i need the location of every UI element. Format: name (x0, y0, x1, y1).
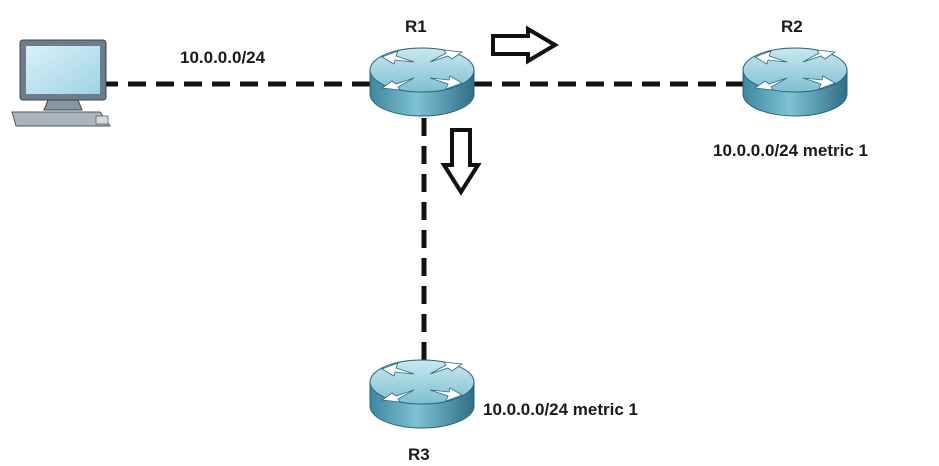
r2-label: R2 (781, 17, 803, 36)
pc-computer-icon (11, 39, 111, 127)
r2-route-annotation: 10.0.0.0/24 metric 1 (713, 141, 868, 160)
r3-label: R3 (408, 445, 430, 464)
r1-label: R1 (405, 17, 427, 36)
router-r2 (742, 47, 848, 117)
link-pc-r1-label: 10.0.0.0/24 (180, 48, 266, 67)
arrow-down-icon (440, 128, 482, 196)
links (100, 81, 745, 360)
arrow-right-icon (491, 25, 559, 65)
r3-route-annotation: 10.0.0.0/24 metric 1 (483, 400, 638, 419)
router-r3 (369, 359, 475, 429)
router-r1 (369, 47, 475, 117)
